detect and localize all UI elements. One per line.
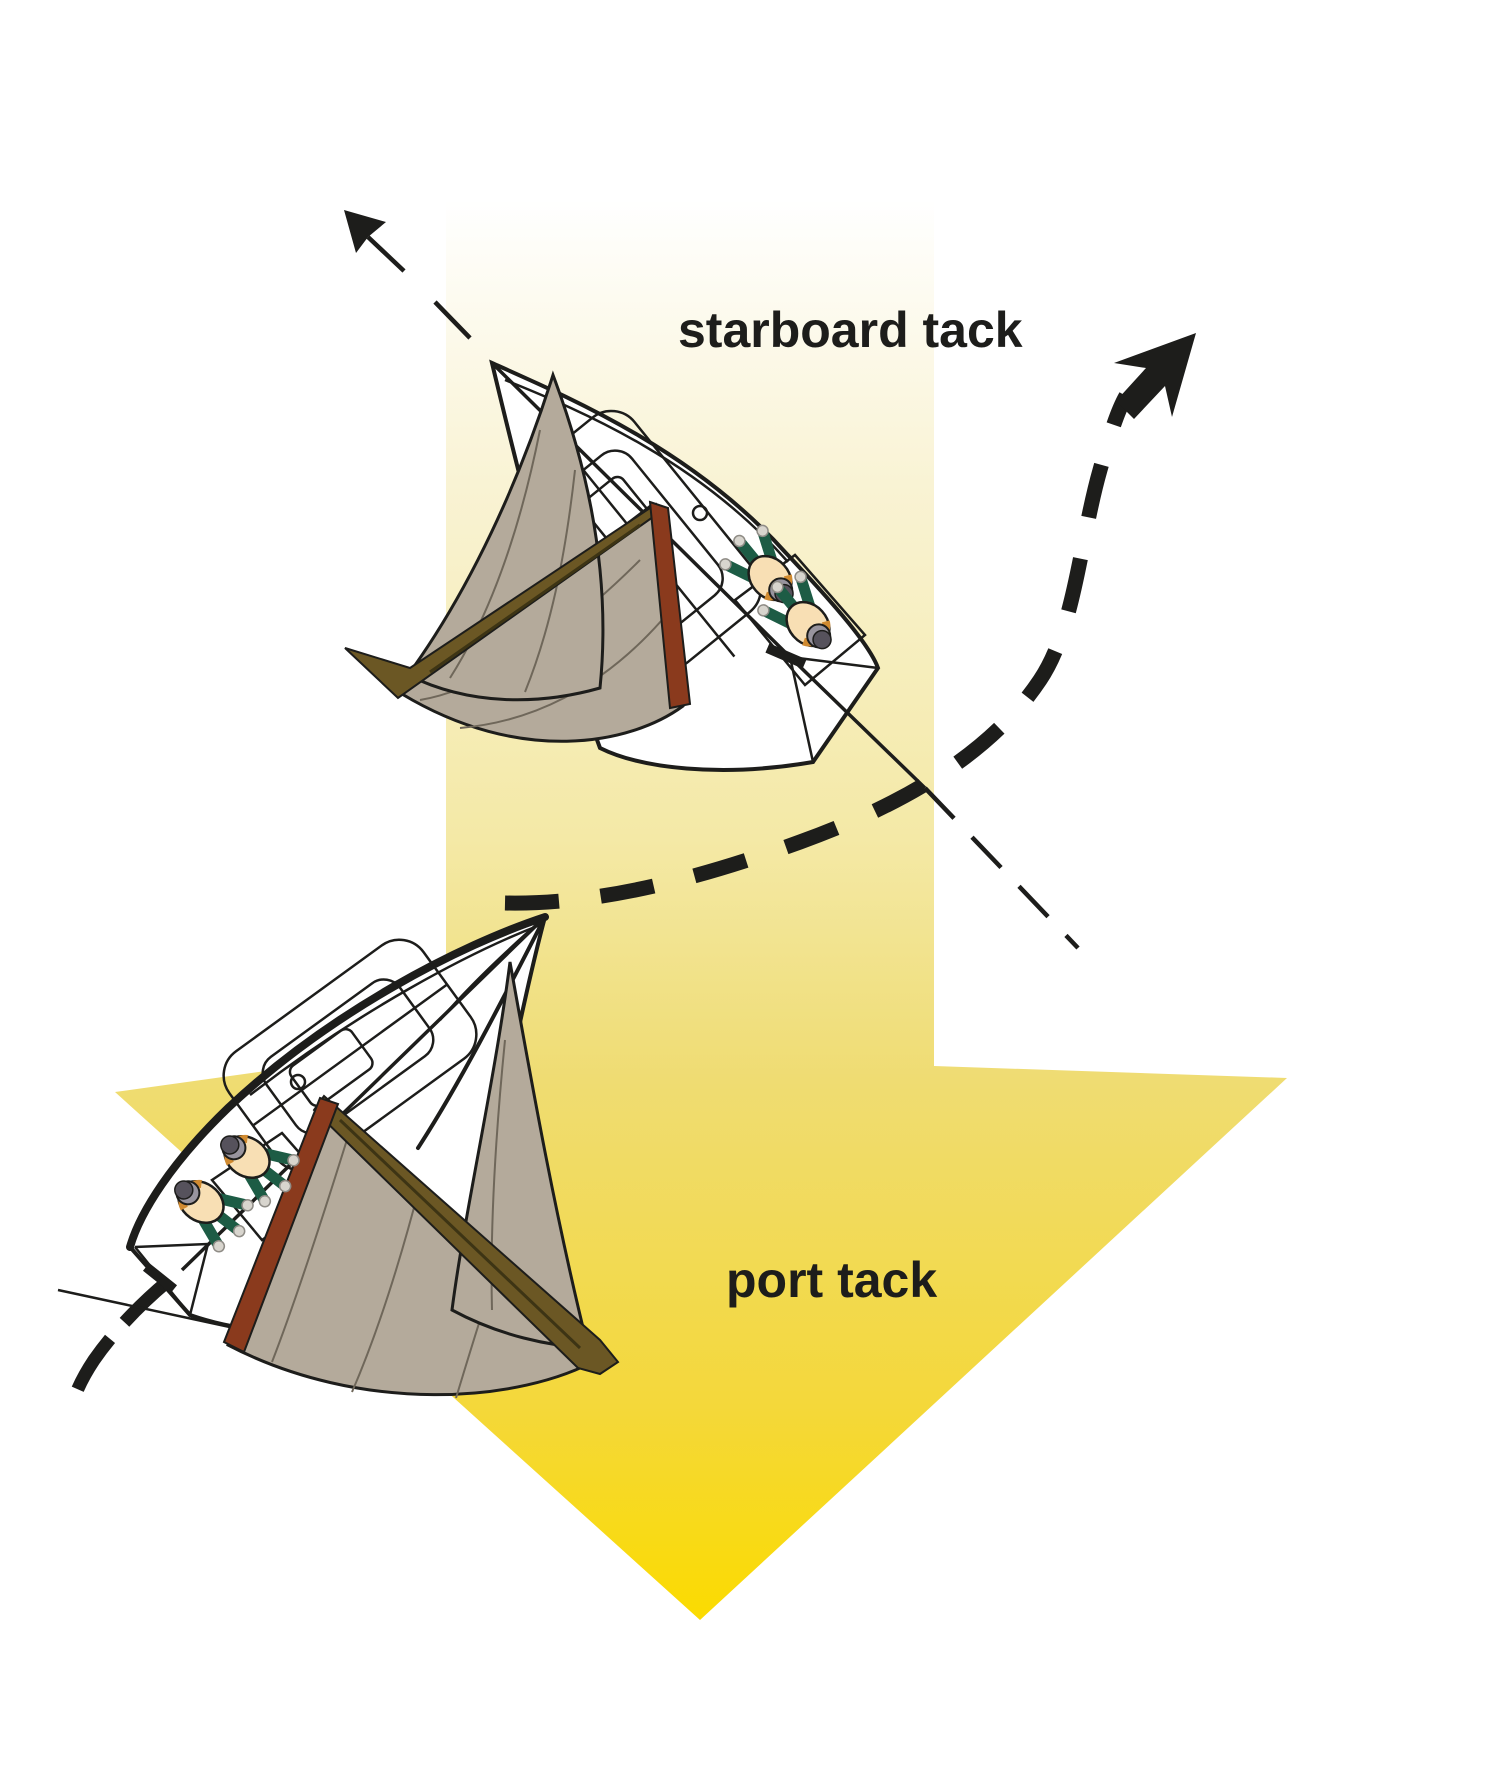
sail-seam	[271, 1129, 351, 1363]
boom-line	[429, 523, 641, 674]
toe-rail	[249, 923, 541, 1096]
sail-seam	[524, 469, 576, 693]
port-boat	[126, 913, 620, 1399]
course-segment-aft	[923, 786, 1080, 950]
starboard-course-line	[344, 210, 1080, 950]
tack-route	[504, 333, 1196, 911]
boom-line	[338, 1118, 582, 1350]
starboard-tack-label: starboard tack	[678, 302, 1023, 358]
gunwale	[416, 915, 547, 1150]
sail-seam	[459, 619, 663, 729]
tack-route-path	[504, 392, 1133, 911]
port-tack-label: port tack	[726, 1252, 937, 1308]
sail-seam	[449, 429, 541, 679]
centerline	[180, 915, 547, 1272]
sail-seam	[351, 1184, 421, 1393]
course-segment	[433, 300, 472, 340]
centerline	[490, 361, 927, 790]
mast-strip	[222, 1096, 340, 1354]
jib-sail	[405, 370, 605, 702]
course-segment	[366, 235, 406, 273]
gunwale	[126, 913, 549, 1251]
port-track-tail	[68, 1276, 173, 1399]
crew-figure	[220, 1134, 300, 1208]
cabin	[222, 938, 478, 1172]
crew-figure	[757, 570, 832, 650]
winch-icon	[691, 504, 709, 522]
transom-line	[134, 1242, 209, 1249]
rudder	[142, 1262, 178, 1294]
mast-strip	[648, 500, 692, 710]
winch-icon	[289, 1073, 307, 1091]
crew-figure	[174, 1179, 254, 1253]
starboard-boat	[344, 359, 927, 790]
transom-line	[188, 1243, 210, 1316]
course-arrow-up-left-icon	[344, 210, 386, 253]
toe-rail	[504, 378, 789, 563]
course-arrow-up-right-icon	[1114, 333, 1196, 419]
transom-line	[788, 656, 815, 763]
